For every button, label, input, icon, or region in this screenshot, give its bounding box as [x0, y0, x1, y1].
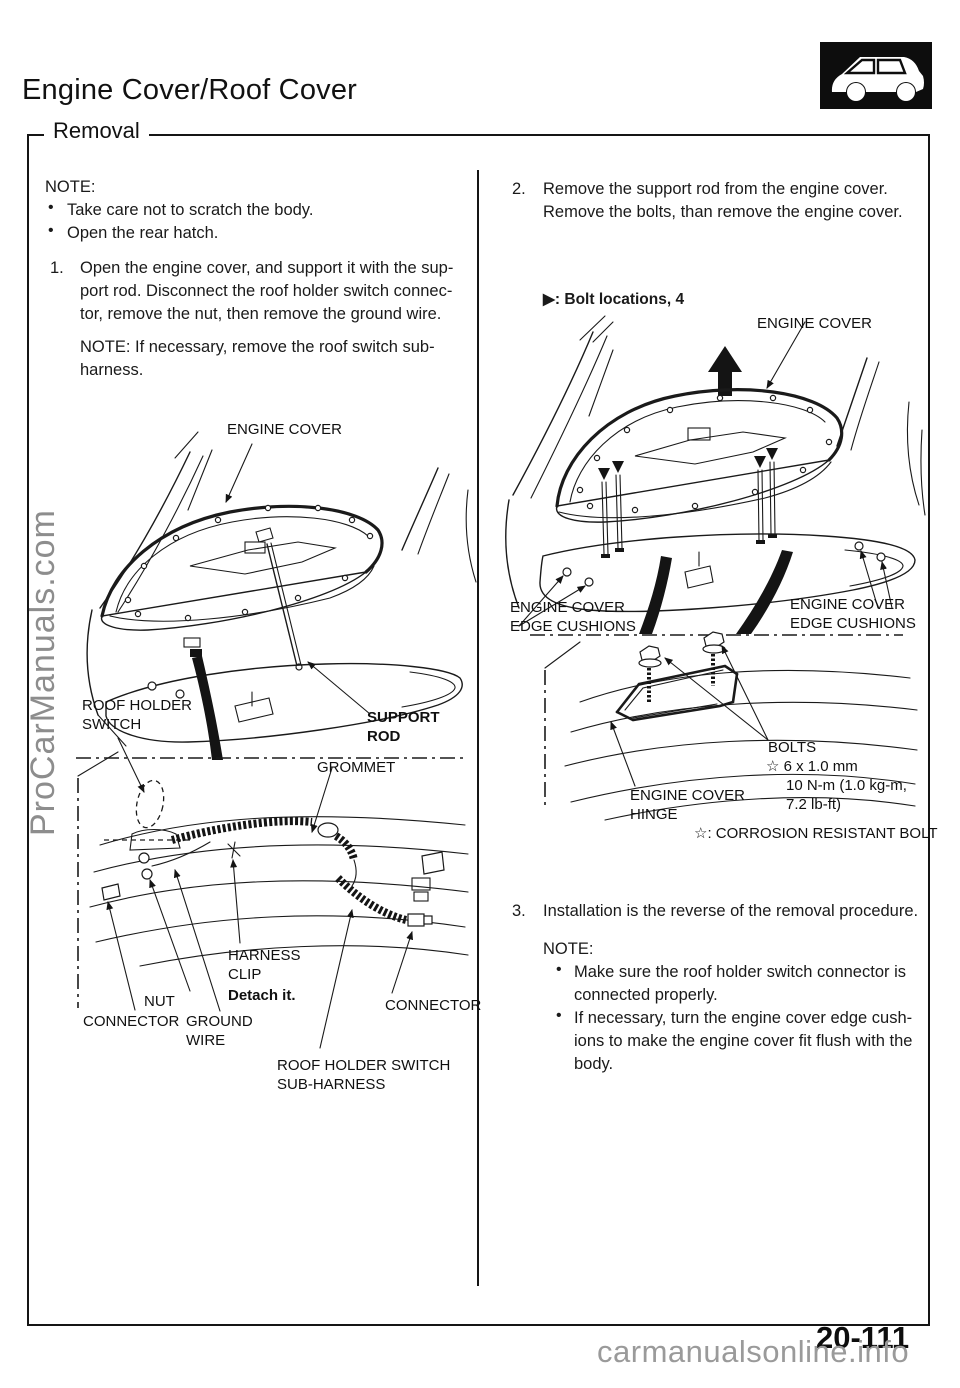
- note-item: Open the rear hatch.: [67, 224, 219, 242]
- corrosion-resistant-note: ☆: CORROSION RESISTANT BOLT: [694, 825, 938, 842]
- grommet-art: [317, 822, 339, 838]
- label-connector-right: CONNECTOR: [385, 997, 482, 1014]
- removal-section-frame: [27, 134, 930, 1326]
- harness-tube: [170, 817, 313, 844]
- label-bolt-torque: 10 N-m (1.0 kg-m, 7.2 lb-ft): [786, 777, 907, 813]
- roof-holder-switch-art: [183, 637, 223, 760]
- harness-clip-leader: [230, 859, 241, 944]
- hinge-bracket-art: [615, 664, 739, 722]
- car-icon: [820, 42, 932, 109]
- watermark-vertical: ProCarManuals.com: [24, 509, 62, 836]
- step-number: 1.: [50, 259, 64, 277]
- ground-wire-leader: [173, 869, 221, 1012]
- column-divider: [477, 170, 479, 1286]
- label-edge-cushions-right: ENGINE COVER EDGE CUSHIONS: [790, 596, 916, 632]
- support-rod-art: [255, 527, 303, 671]
- cover-screws: [124, 504, 374, 622]
- label-edge-cushions-left: ENGINE COVER EDGE CUSHIONS: [510, 599, 636, 635]
- note-title: NOTE:: [45, 178, 96, 196]
- bolts-leader: [664, 657, 769, 741]
- label-engine-cover: ENGINE COVER: [757, 315, 873, 332]
- cushion-left-leader: [518, 575, 564, 627]
- label-bolts: BOLTS: [768, 739, 817, 756]
- harness-clip-art: [227, 841, 241, 859]
- page-title: Engine Cover/Roof Cover: [22, 74, 358, 106]
- watermark-bottom: carmanualsonline.info: [597, 1334, 910, 1369]
- page-number: 20-111: [816, 1320, 910, 1355]
- label-grommet: GROMMET: [317, 759, 396, 776]
- engine-cover-leader: [766, 321, 806, 389]
- step-subnote: NOTE: If necessary, remove the roof swit…: [80, 338, 435, 379]
- cushion-right-leader: [859, 550, 879, 609]
- ground-wire-art: [151, 841, 211, 867]
- connector-right-art: [407, 913, 425, 927]
- label-roof-holder-switch: ROOF HOLDER SWITCH: [82, 697, 193, 733]
- step-text: Open the engine cover, and support it wi…: [80, 259, 454, 323]
- label-support-rod: SUPPORT ROD: [367, 709, 440, 745]
- connector-right-leader: [391, 931, 413, 994]
- grommet-leader: [310, 767, 333, 833]
- bolt-locations-note: ▶: Bolt locations, 4: [543, 291, 685, 308]
- connector-left-art: [101, 883, 121, 901]
- cover-screws: [576, 394, 833, 514]
- section-heading: Removal: [44, 118, 149, 144]
- support-rod-leader: [307, 661, 371, 715]
- figure-engine-cover-remove: [505, 315, 926, 821]
- sub-harness-tube: [335, 875, 408, 924]
- step-text: Remove the support rod from the engine c…: [543, 180, 903, 221]
- note-item: If necessary, turn the engine cover edge…: [574, 1009, 913, 1073]
- connector-left-leader: [106, 901, 136, 1011]
- note-item: Take care not to scratch the body.: [67, 201, 314, 219]
- sub-harness-leader: [319, 909, 354, 1049]
- bullet-icon: •: [556, 961, 562, 978]
- bolt-location-markers: [598, 448, 778, 558]
- note-title: NOTE:: [543, 940, 594, 958]
- label-engine-cover: ENGINE COVER: [227, 421, 343, 438]
- label-nut: NUT: [144, 993, 175, 1010]
- switch-outline-dashed: [135, 779, 165, 829]
- step-text: Installation is the reverse of the remov…: [543, 902, 919, 920]
- label-sub-harness: ROOF HOLDER SWITCH SUB-HARNESS: [277, 1057, 451, 1093]
- step-number: 2.: [512, 180, 526, 198]
- label-bolt-size: ☆ 6 x 1.0 mm: [766, 758, 858, 775]
- bullet-icon: •: [48, 199, 54, 216]
- label-connector-left: CONNECTOR: [83, 1013, 180, 1030]
- nut-art: [138, 852, 150, 864]
- step-number: 3.: [512, 902, 526, 920]
- engine-cover-leader: [225, 443, 253, 503]
- note-item: Make sure the roof holder switch connect…: [574, 963, 906, 1004]
- hinge-bolts-art: [638, 631, 726, 702]
- figure-engine-cover-open: [76, 431, 477, 1049]
- bullet-icon: •: [48, 222, 54, 239]
- label-detach-it: Detach it.: [228, 987, 296, 1004]
- label-harness-clip: HARNESS CLIP: [228, 947, 301, 983]
- hinge-leader: [610, 721, 636, 787]
- label-ground-wire: GROUND WIRE: [186, 1013, 253, 1049]
- roof-holder-switch-leader: [117, 737, 145, 793]
- label-engine-cover-hinge: ENGINE COVER HINGE: [630, 787, 746, 823]
- bullet-icon: •: [556, 1007, 562, 1024]
- nut-leader: [149, 879, 191, 992]
